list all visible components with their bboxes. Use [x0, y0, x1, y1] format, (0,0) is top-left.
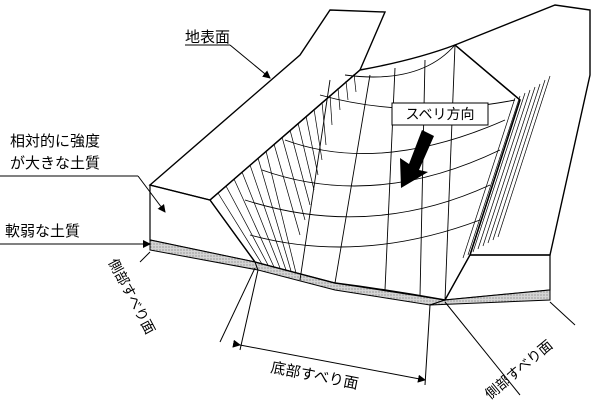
stronger-soil-callout: 相対的に強度 が大きな土質: [0, 132, 166, 213]
ground-surface-arrow: [229, 44, 271, 79]
slip-direction-box: [391, 102, 489, 126]
slip-arrow-icon: [400, 130, 434, 188]
weak-soil-layer-bottom: [254, 261, 446, 306]
side-slip-right-annotation: 側部すべり面: [444, 301, 576, 403]
bottom-slip-dimension-line: [232, 339, 426, 383]
right-side-slip-hatching: [462, 75, 551, 259]
weak-soil-callout: 軟弱な土質: [0, 222, 151, 248]
slip-direction-text: スベリ方向: [405, 107, 474, 123]
bottom-slip-label: 底部すべり面: [269, 358, 360, 393]
weak-soil-layer-right: [429, 289, 551, 306]
ground-surface-right-plateau: [453, 4, 591, 256]
left-side-slip-hatching: [217, 73, 357, 274]
side-slip-right-label: 側部すべり面: [482, 337, 556, 403]
terrain-block: [148, 4, 591, 306]
side-slip-left-label: 側部すべり面: [104, 256, 157, 337]
weak-soil-label: 軟弱な土質: [5, 222, 80, 240]
ground-surface-callout: 地表面: [185, 28, 271, 79]
stronger-soil-arrow: [137, 175, 166, 213]
stronger-soil-label-line1: 相対的に強度: [10, 132, 100, 150]
ground-surface-label: 地表面: [185, 28, 230, 46]
slide-mass-surface: [209, 44, 521, 301]
stronger-soil-label-line2: が大きな土質: [10, 154, 100, 172]
slip-direction-label: スベリ方向: [391, 102, 489, 188]
slide-mass-grid: [244, 44, 516, 301]
